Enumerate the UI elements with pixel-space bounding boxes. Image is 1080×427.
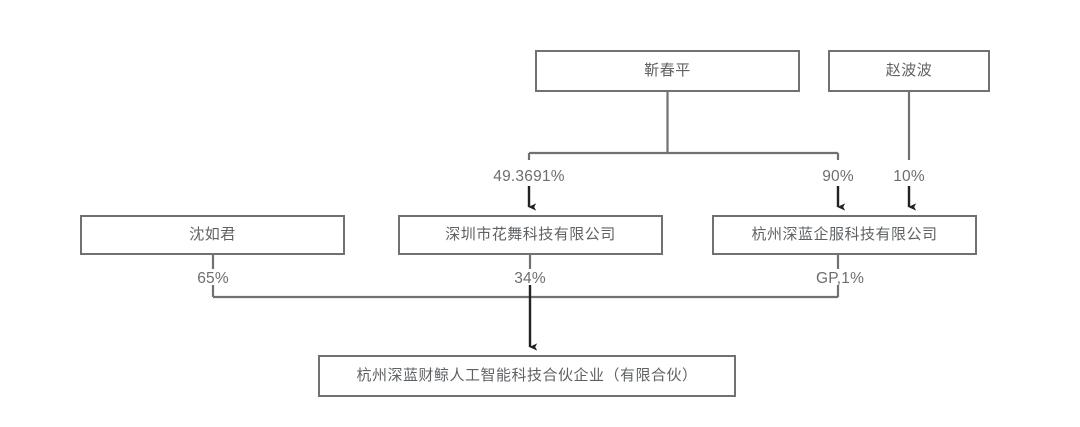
node-label: 赵波波 <box>885 62 933 79</box>
edge-label-jin-to-qifu: 90% <box>822 168 854 186</box>
edge-label-text: 65% <box>197 270 229 287</box>
edge-label-text: 90% <box>822 168 854 185</box>
edge-label-text: GP,1% <box>815 270 865 287</box>
node-hangzhou-shenlan-caijing-partnership[interactable]: 杭州深蓝财鲸人工智能科技合伙企业（有限合伙） <box>318 355 736 397</box>
edge-label-text: 10% <box>893 168 925 185</box>
edge-label-jin-to-huawu: 49.3691% <box>493 168 564 186</box>
node-jinchunping[interactable]: 靳春平 <box>535 50 800 92</box>
node-label: 沈如君 <box>189 226 236 243</box>
node-label: 杭州深蓝财鲸人工智能科技合伙企业（有限合伙） <box>356 367 698 384</box>
node-label: 深圳市花舞科技有限公司 <box>445 226 616 243</box>
node-hangzhou-shenlan-qifu-technology[interactable]: 杭州深蓝企服科技有限公司 <box>712 215 977 255</box>
edge-label-text: 49.3691% <box>493 168 565 185</box>
node-shenzhen-huawu-technology[interactable]: 深圳市花舞科技有限公司 <box>398 215 663 255</box>
node-zhaobobo[interactable]: 赵波波 <box>828 50 990 92</box>
edge-label-qifu-to-caijing: GP,1% <box>816 270 864 288</box>
edge-label-shen-to-caijing: 65% <box>197 270 229 288</box>
node-label: 杭州深蓝企服科技有限公司 <box>751 226 938 243</box>
edge-label-text: 34% <box>514 270 546 287</box>
node-shenrujun[interactable]: 沈如君 <box>80 215 345 255</box>
edge-label-huawu-to-caijing: 34% <box>514 270 546 288</box>
node-label: 靳春平 <box>644 62 691 79</box>
edge-label-zhao-to-qifu: 10% <box>893 168 925 186</box>
